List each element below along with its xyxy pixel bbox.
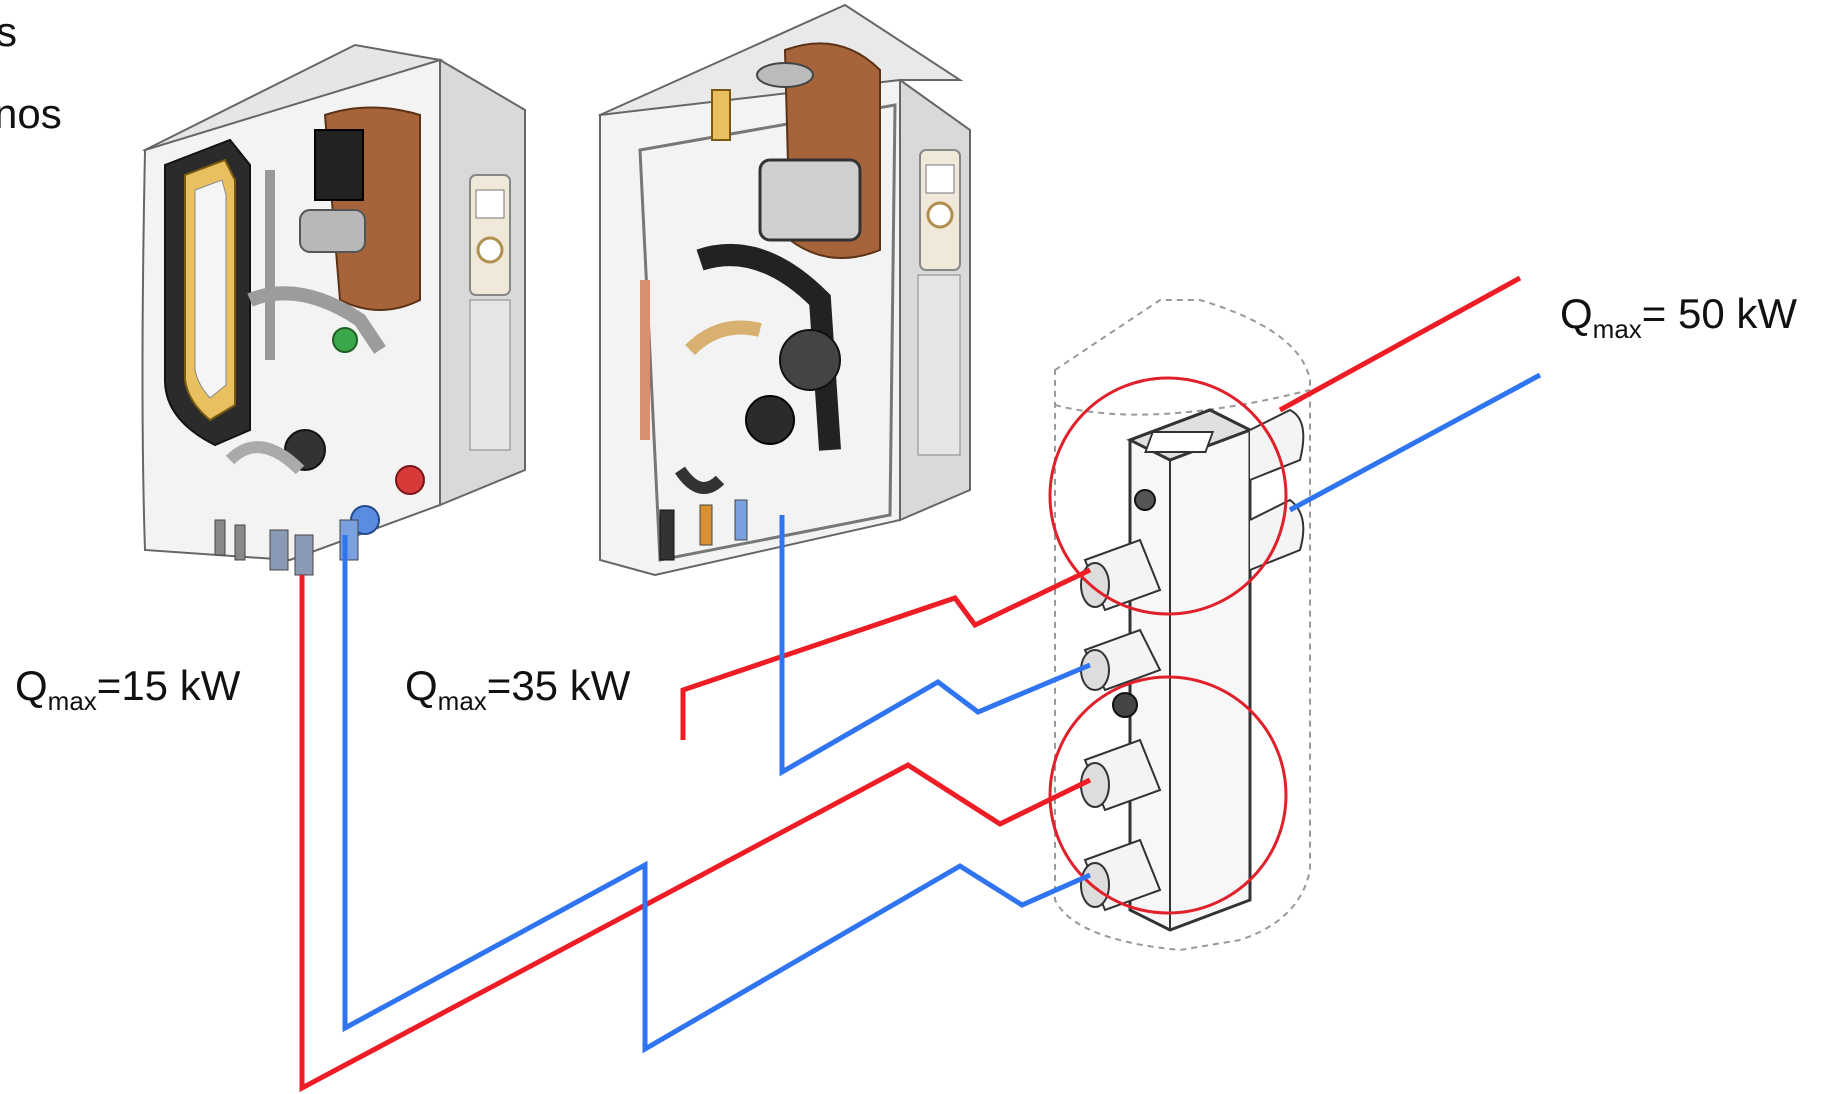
- boiler-medium-illustration: [597, 3, 971, 577]
- highlight-circle-lower: [1048, 675, 1288, 915]
- boiler-small-illustration: [141, 43, 526, 576]
- label-subscript: max: [48, 686, 97, 716]
- label-q: Q: [1560, 290, 1593, 337]
- label-q: Q: [15, 662, 48, 709]
- boiler-small-flow-pipe: [299, 575, 1092, 1093]
- label-subscript: max: [1593, 314, 1642, 344]
- boiler-medium-flow-pipe: [680, 567, 1092, 740]
- hydraulic-separator: [1054, 299, 1311, 952]
- label-subscript: max: [438, 686, 487, 716]
- label-q: Q: [405, 662, 438, 709]
- main-flow-pipe: [1278, 275, 1522, 413]
- text-fragment-1: s: [0, 8, 17, 55]
- label-boiler-medium: Qmax=35 kW: [405, 662, 631, 716]
- boiler-small-return-pipe: [342, 535, 1092, 1054]
- label-value: =15 kW: [97, 662, 241, 709]
- label-total: Qmax= 50 kW: [1560, 290, 1797, 344]
- text-fragment-2: nos: [0, 90, 62, 137]
- label-value: =35 kW: [487, 662, 631, 709]
- boiler-medium-return-pipe: [779, 515, 1091, 777]
- main-return-pipe: [1288, 372, 1542, 513]
- highlight-circle-upper: [1048, 376, 1288, 616]
- label-boiler-small: Qmax=15 kW: [15, 662, 241, 716]
- label-value: = 50 kW: [1642, 290, 1798, 337]
